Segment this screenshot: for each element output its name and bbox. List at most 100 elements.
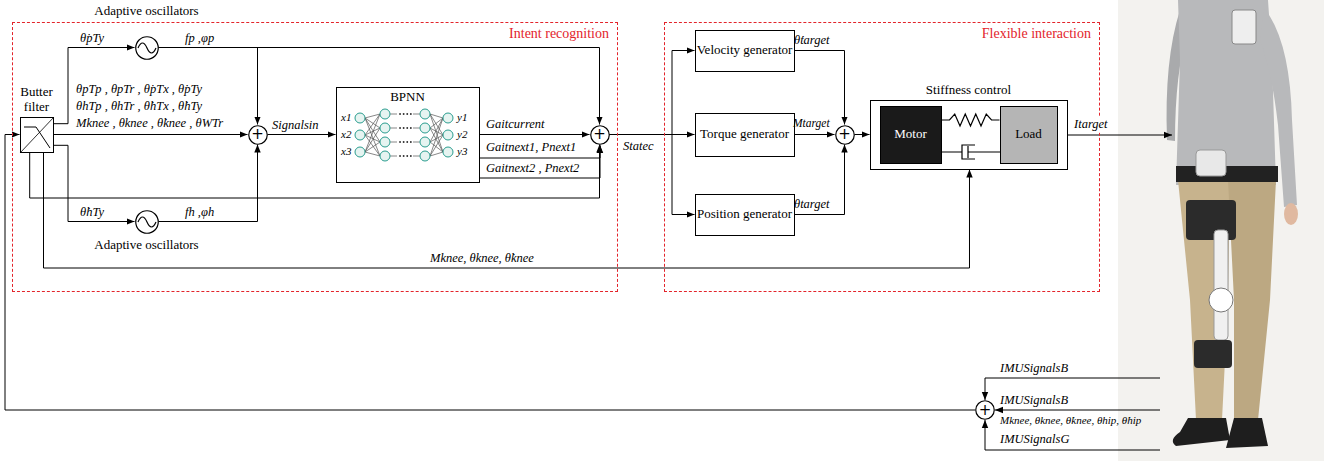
- circle-outline: [248, 125, 267, 144]
- oscillator-circle: Adaptive oscillators: [135, 36, 159, 60]
- neuron: [443, 130, 453, 140]
- circle-outline: [835, 125, 854, 144]
- signal-label: Mknee, θknee, θ̇knee: [430, 251, 534, 265]
- box-label: Adaptive oscillators: [94, 4, 198, 19]
- process-box: Velocity generator: [695, 30, 795, 72]
- signal-arrow: [795, 145, 845, 215]
- neuron-label: y3: [457, 145, 467, 158]
- box-label: Stiffness control: [926, 83, 1011, 98]
- sum-junction: +: [835, 125, 855, 145]
- box-label: Motor: [894, 127, 927, 142]
- neuron: [355, 147, 365, 157]
- circle-outline: [135, 210, 158, 233]
- belt: [1176, 166, 1278, 182]
- neuron: [443, 147, 453, 157]
- neuron: [420, 151, 430, 161]
- signal-arrow: [268, 134, 336, 135]
- box-label: Butter filter: [15, 85, 59, 115]
- process-box: Torque generator: [695, 113, 795, 157]
- region-heading: Intent recognition: [509, 26, 609, 42]
- box-label: Position generator: [697, 207, 792, 222]
- shoe: [1173, 418, 1230, 446]
- region-box: Velocity generatorTorque generatorPositi…: [664, 22, 1100, 292]
- damper-symbol: [942, 145, 1000, 159]
- signal-arrow: [610, 135, 695, 215]
- signal-label: IMUSignalsG: [1000, 432, 1069, 446]
- control-box: MotorLoadStiffness control: [870, 100, 1068, 170]
- shirt-torso: [1176, 0, 1276, 185]
- filter-symbol: [20, 117, 54, 153]
- sum-sign: +: [979, 403, 992, 418]
- knee-joint: [1209, 288, 1233, 312]
- signal-arrow: [44, 153, 970, 269]
- exo-strut: [1214, 230, 1228, 340]
- signal-arrow: [159, 145, 258, 222]
- box-label: BPNN: [337, 90, 479, 105]
- circle-outline: [135, 210, 159, 234]
- process-box: Position generator: [695, 194, 795, 236]
- signal-label: Gaitnext1, Pnext1: [486, 140, 576, 154]
- neuron: [420, 109, 430, 119]
- sine-symbol: [138, 43, 156, 53]
- waist-unit: [1196, 150, 1226, 176]
- sum-junction: +: [248, 125, 268, 145]
- signal-arrow: [54, 134, 248, 135]
- box-label: Adaptive oscillators: [94, 238, 198, 253]
- signal-arrow: [795, 134, 835, 135]
- signal-label: IMUSignalsB: [1000, 361, 1068, 375]
- spring-link: [942, 114, 1000, 126]
- neuron: [355, 130, 365, 140]
- signal-label: Signalsin: [272, 118, 319, 132]
- neuron: [380, 137, 390, 147]
- circle-outline: [135, 36, 158, 59]
- circle-outline: [976, 401, 995, 420]
- sum-sign: +: [838, 127, 851, 142]
- sine-symbol: [138, 217, 156, 227]
- neuron-label: x2: [341, 128, 351, 141]
- signal-label: θ̇pTy: [80, 31, 104, 45]
- signal-label: Gaitnext2 , Pnext2: [486, 161, 579, 175]
- signal-label: Mtarget: [793, 117, 830, 130]
- circle-outline: [590, 125, 609, 144]
- signal-arrow: [855, 134, 870, 135]
- sum-sign: +: [251, 127, 264, 142]
- neuron-label: y2: [457, 128, 467, 141]
- sum-junction: +: [975, 400, 995, 420]
- signal-label: IMUSignalsB: [1000, 393, 1068, 407]
- neuron: [355, 113, 365, 123]
- network-link: [365, 114, 443, 156]
- circle-outline: [135, 36, 159, 60]
- box-label: Torque generator: [700, 127, 789, 142]
- neuron-label: x3: [341, 145, 351, 158]
- signal-label: fh ,φh: [185, 205, 214, 219]
- neuron: [420, 123, 430, 133]
- load-block: Load: [1000, 106, 1058, 164]
- neuron: [420, 137, 430, 147]
- signal-label: Itarget: [1072, 117, 1110, 131]
- motor-block: Motor: [880, 106, 942, 164]
- signal-arrow: [54, 145, 135, 221]
- signal-wire: [1068, 135, 1172, 136]
- box-label: Load: [1015, 127, 1042, 142]
- sum-sign: +: [593, 127, 606, 142]
- signal-label: θ̇hTy: [80, 205, 104, 219]
- connector-group: [5, 48, 1000, 411]
- signal-label: θhTp , θhTr , θ̇hTx , θ̇hTy: [76, 99, 202, 113]
- signal-label: θ̇target: [794, 33, 830, 47]
- neuron: [380, 109, 390, 119]
- shank-strap: [1194, 340, 1232, 368]
- controller-box: [1232, 10, 1256, 44]
- region-heading: Flexible interaction: [982, 26, 1091, 42]
- signal-label: θtarget: [794, 197, 830, 211]
- signal-arrow: [610, 51, 695, 135]
- neuron-label: y1: [457, 111, 467, 124]
- signal-label: fp ,φp: [185, 31, 214, 45]
- hand: [1284, 203, 1298, 225]
- neuron-label: x1: [341, 111, 351, 124]
- sum-junction: +: [590, 125, 610, 145]
- signal-wire: [995, 410, 1160, 411]
